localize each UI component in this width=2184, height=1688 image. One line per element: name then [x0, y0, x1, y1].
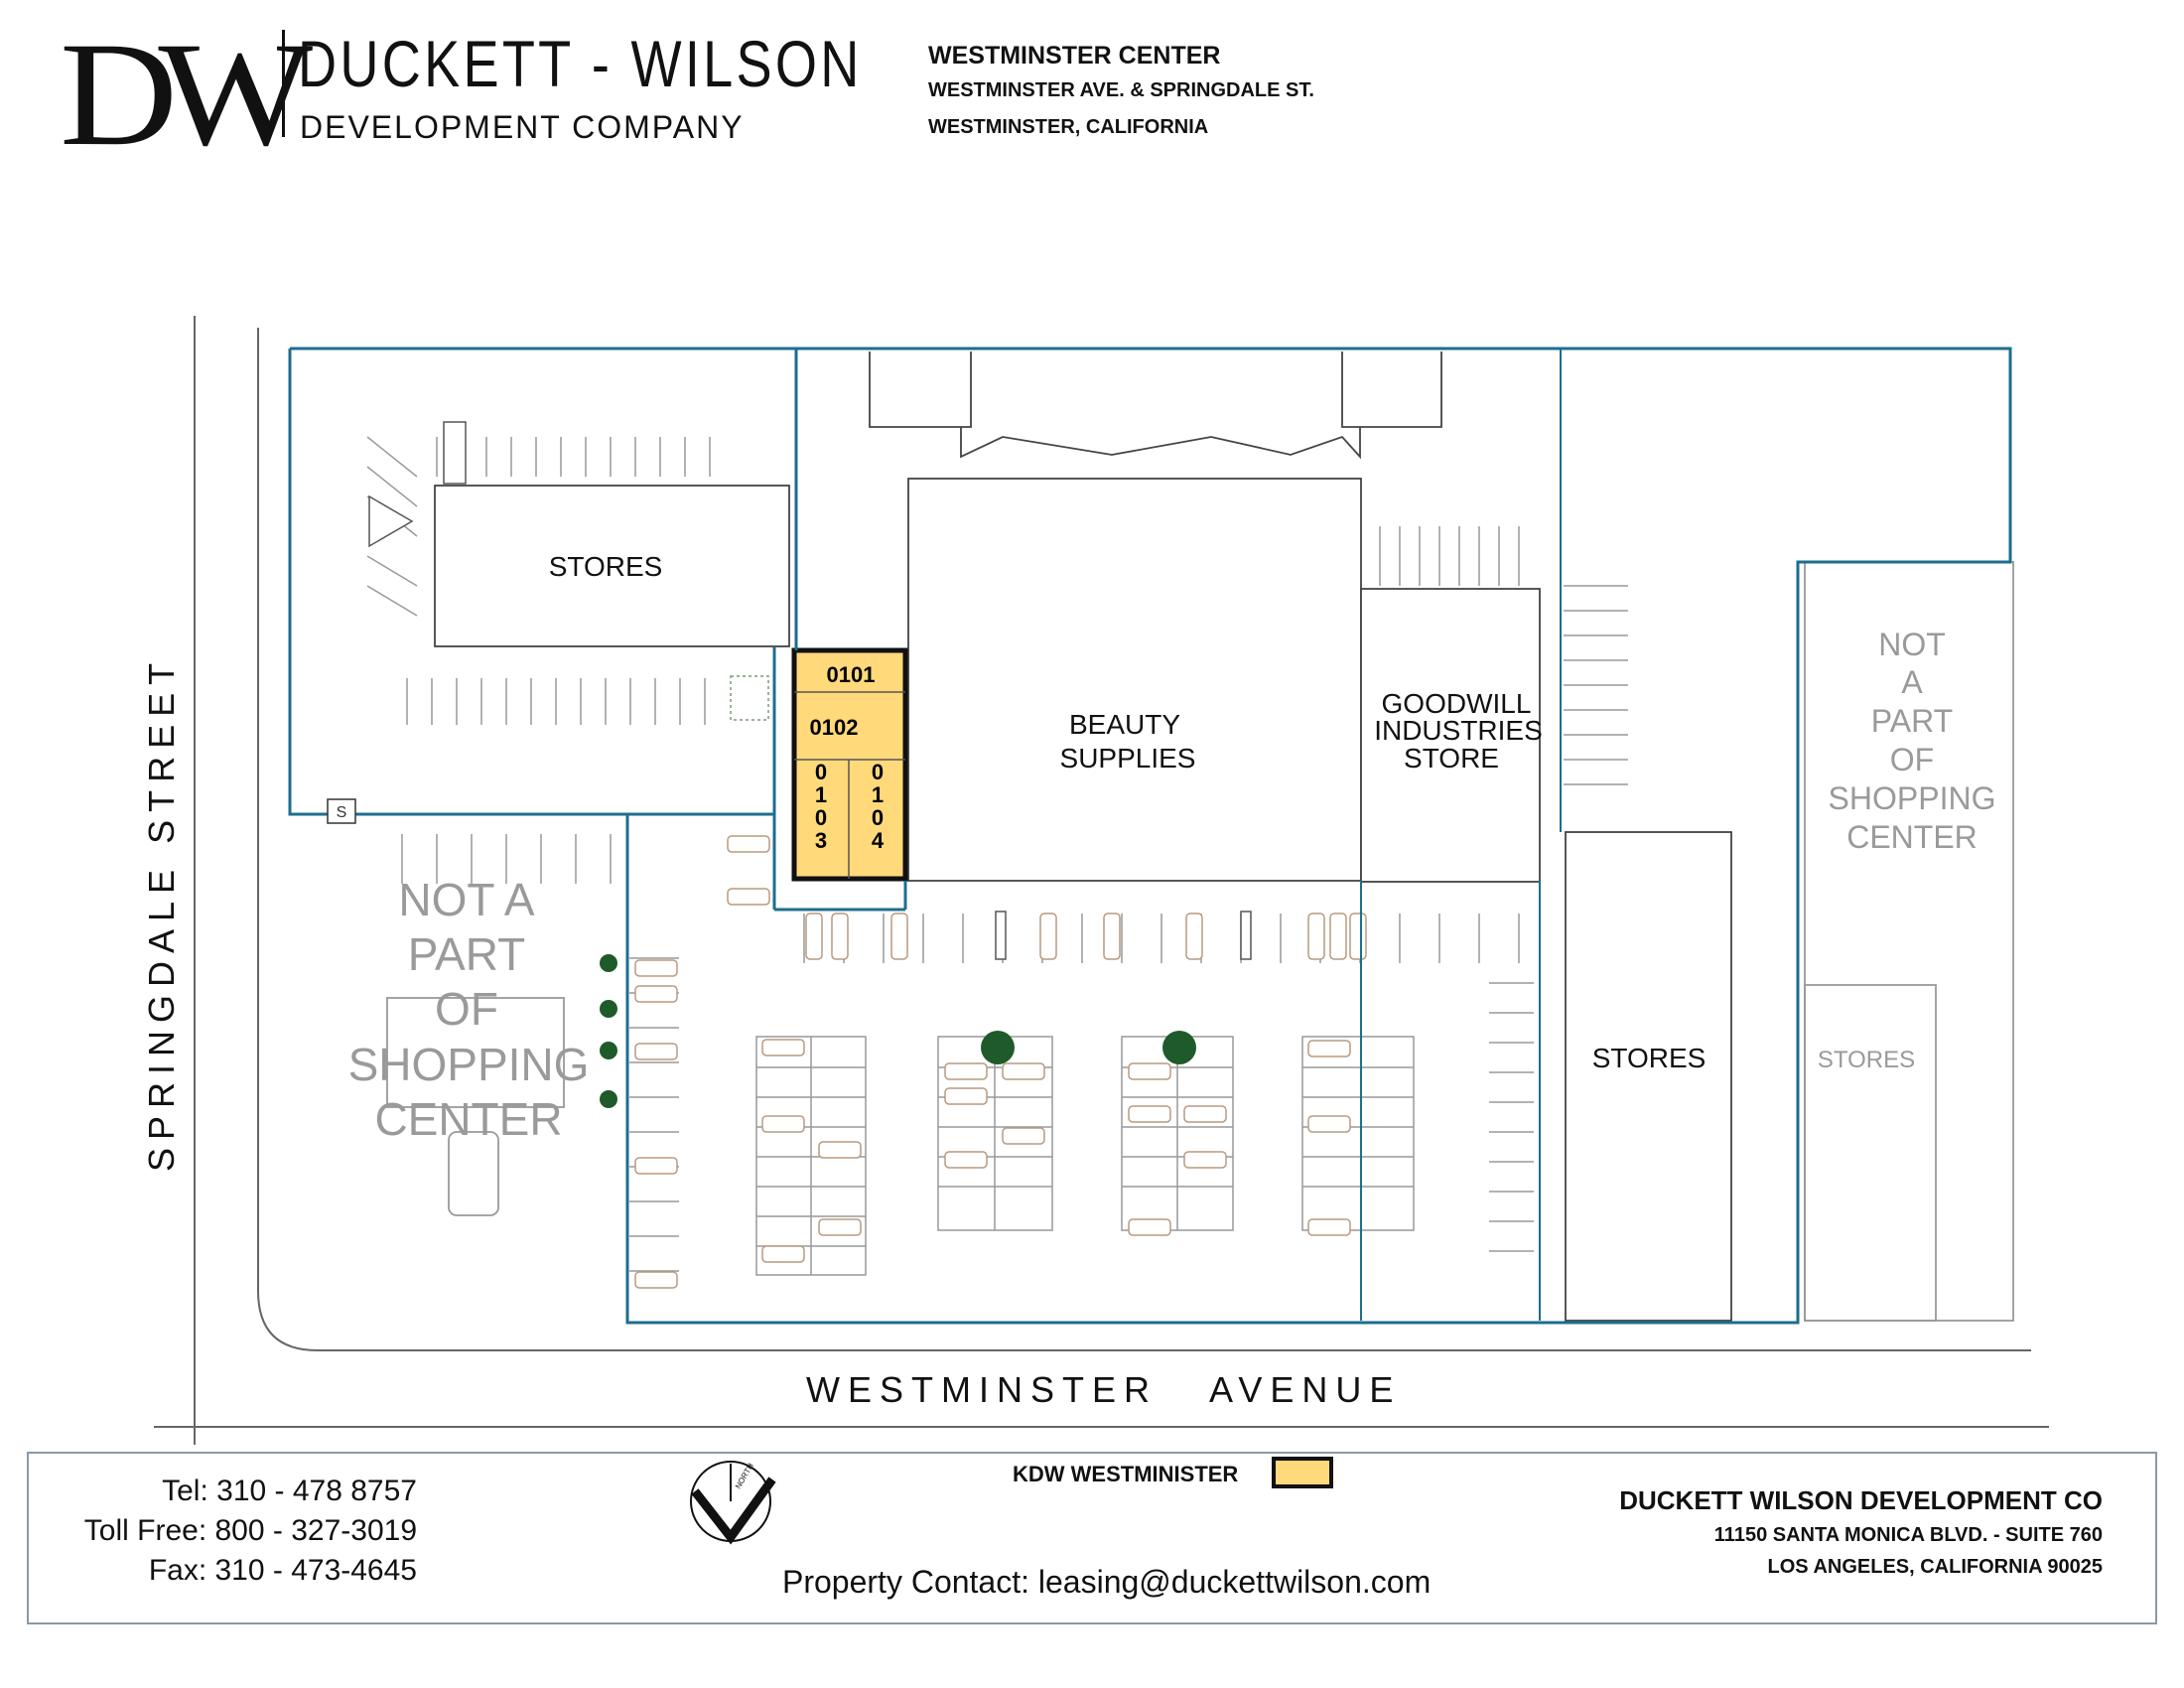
- goodwill-label-line-2: INDUSTRIES: [1374, 715, 1543, 746]
- unit-0102-label: 0102: [810, 715, 859, 740]
- unit-0101-label: 0101: [827, 662, 876, 687]
- svg-text:S: S: [337, 804, 347, 821]
- unit-0104-char-2: 1: [872, 782, 884, 807]
- company-address: 11150 SANTA MONICA BLVD. - SUITE 760: [1713, 1524, 2103, 1546]
- contact-fax: Fax: 310 - 473-4645: [148, 1554, 417, 1587]
- unit-0104-char-4: 4: [872, 828, 885, 853]
- sign-marker: S: [327, 798, 356, 824]
- north-arrow-icon: NORTH: [690, 1461, 776, 1545]
- unit-0103-char-3: 0: [815, 805, 827, 830]
- legend-label: KDW WESTMINISTER: [1013, 1462, 1239, 1486]
- street-westminster-label: WESTMINSTER AVENUE: [806, 1369, 1401, 1410]
- unit-0104-char-3: 0: [872, 805, 884, 830]
- company-logo-mark: DW: [60, 12, 313, 177]
- footer-panel: [27, 1452, 2157, 1624]
- kdw-units-block: 0101 0102 0 1 0 3 0 1 0 4: [791, 647, 908, 882]
- not-part-east-line-6: CENTER: [1846, 819, 1978, 855]
- stores-nw-label: STORES: [549, 551, 663, 582]
- not-part-east: NOT A PART OF SHOPPING CENTER: [1829, 627, 1996, 855]
- stores-east-label: STORES: [1592, 1043, 1706, 1073]
- street-springdale-label: SPRINGDALE STREET: [141, 655, 182, 1172]
- company-logo-subtitle: DEVELOPMENT COMPANY: [300, 109, 745, 145]
- building-labels: STORES BEAUTY SUPPLIES GOODWILL INDUSTRI…: [549, 551, 1915, 1073]
- not-part-east-line-1: NOT: [1878, 627, 1946, 662]
- street-lines: [154, 316, 2049, 1445]
- unit-block-outline: [791, 647, 908, 882]
- company-logo-name: DUCKETT - WILSON: [298, 27, 863, 100]
- company-city: LOS ANGELES, CALIFORNIA 90025: [1767, 1556, 2103, 1578]
- parked-cars: [634, 835, 1367, 1289]
- contact-toll-free: Toll Free: 800 - 327-3019: [83, 1514, 417, 1547]
- not-part-east-line-2: A: [1901, 664, 1923, 700]
- goodwill-label-line-3: STORE: [1404, 743, 1499, 774]
- not-part-east-line-4: OF: [1890, 742, 1934, 777]
- beauty-label-line-1: BEAUTY: [1069, 709, 1180, 740]
- stores-far-east-label: STORES: [1818, 1047, 1915, 1073]
- unit-0103-char-4: 3: [815, 828, 827, 853]
- not-part-west: NOT A PART OF SHOPPING CENTER: [348, 874, 590, 1145]
- company-name: DUCKETT WILSON DEVELOPMENT CO: [1619, 1485, 2103, 1515]
- not-part-east-line-3: PART: [1871, 703, 1953, 739]
- beauty-label-line-2: SUPPLIES: [1060, 743, 1196, 774]
- not-part-west-line-1: NOT A: [398, 874, 535, 925]
- center-city: WESTMINSTER, CALIFORNIA: [928, 116, 1209, 138]
- center-street: WESTMINSTER AVE. & SPRINGDALE ST.: [928, 79, 1314, 101]
- unit-0104-char-1: 0: [872, 760, 884, 784]
- trees: [600, 954, 1196, 1108]
- not-part-west-line-4: SHOPPING: [348, 1039, 590, 1090]
- not-part-west-line-5: CENTER: [374, 1093, 562, 1145]
- hatched-pads: [368, 421, 1252, 960]
- legend-swatch: [1272, 1457, 1333, 1488]
- property-contact-email[interactable]: Property Contact: leasing@duckettwilson.…: [782, 1564, 1432, 1600]
- contact-tel: Tel: 310 - 478 8757: [162, 1475, 417, 1507]
- not-part-west-line-3: OF: [435, 983, 498, 1035]
- logo-divider: [282, 30, 285, 137]
- center-name: WESTMINSTER CENTER: [928, 42, 1221, 70]
- building-outlines: [386, 352, 2014, 1322]
- parking-bays: [755, 1036, 1415, 1276]
- not-part-east-line-5: SHOPPING: [1829, 780, 1996, 816]
- not-part-west-line-2: PART: [408, 928, 525, 980]
- goodwill-label-line-1: GOODWILL: [1382, 688, 1532, 719]
- property-boundary: [288, 347, 2012, 1325]
- unit-0103-char-1: 0: [815, 760, 827, 784]
- unit-0103-char-2: 1: [815, 782, 827, 807]
